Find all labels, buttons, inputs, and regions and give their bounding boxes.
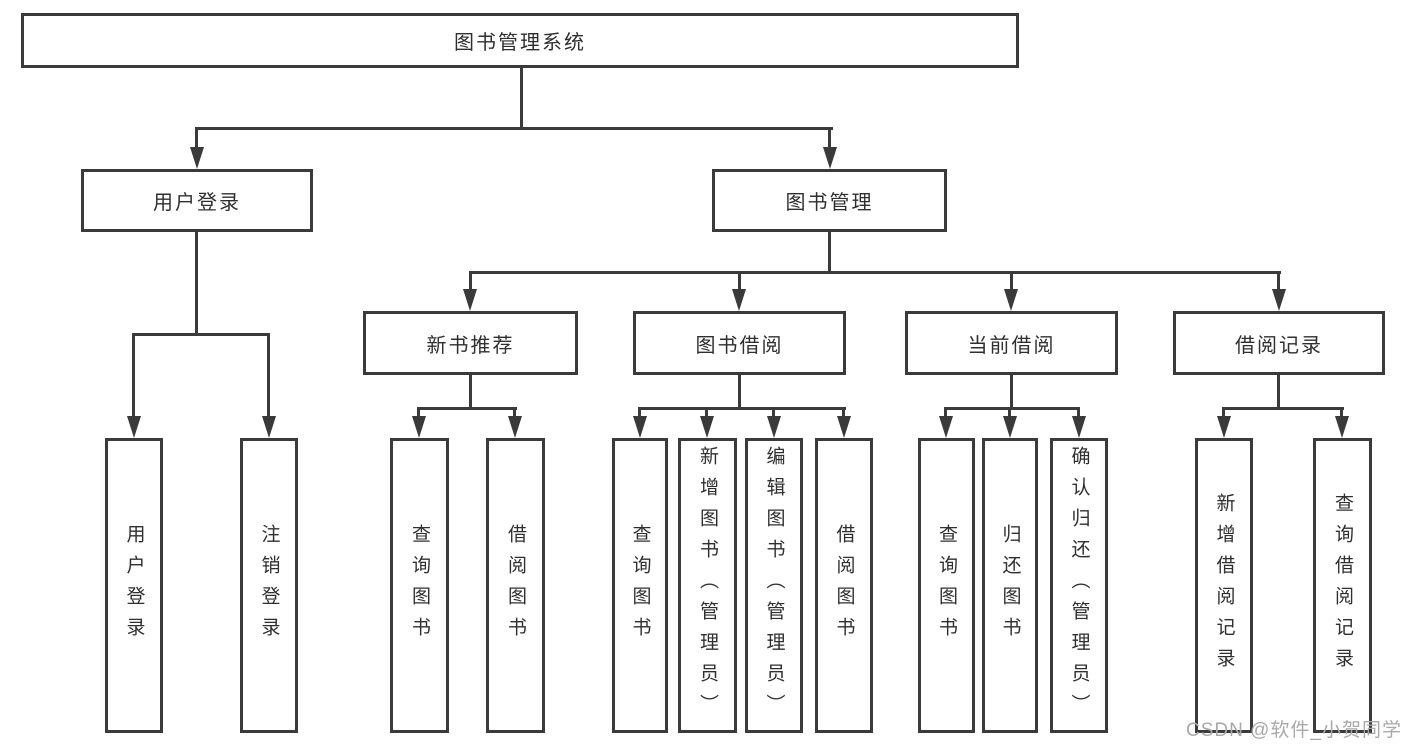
node-book-management: 图书管理	[712, 169, 947, 232]
arrow-down-icon	[412, 416, 426, 438]
leaf-query-books-borrowing: 查询图书	[612, 438, 668, 733]
leaf-borrow-books-borrowing: 借阅图书	[815, 438, 873, 733]
connector-line	[738, 375, 741, 409]
connector-line	[944, 407, 947, 417]
arrow-down-icon	[1335, 416, 1349, 438]
connector-line	[738, 271, 741, 289]
leaf-user-login: 用户登录	[105, 438, 163, 733]
node-current-borrowing: 当前借阅	[905, 311, 1118, 375]
connector-line	[1340, 407, 1343, 417]
leaf-label: 查询图书	[629, 523, 651, 648]
connector-line	[842, 407, 845, 417]
leaf-return-book: 归还图书	[982, 438, 1038, 733]
node-label: 图书管理	[785, 192, 874, 214]
leaf-add-borrow-record: 新增借阅记录	[1195, 438, 1253, 733]
node-user-login-group: 用户登录	[81, 169, 313, 232]
leaf-label: 查询图书	[936, 523, 957, 648]
arrow-down-icon	[262, 416, 276, 438]
connector-line	[1008, 407, 1011, 417]
leaf-label: 新增借阅记录	[1213, 492, 1235, 679]
arrow-down-icon	[1003, 416, 1017, 438]
leaf-logout: 注销登录	[240, 438, 298, 733]
connector-line	[132, 333, 135, 417]
arrow-down-icon	[1272, 289, 1286, 311]
connector-line	[417, 407, 420, 417]
connector-line	[1277, 271, 1280, 289]
leaf-label: 编辑图书（管理员）	[763, 446, 785, 725]
connector-line	[1077, 407, 1080, 417]
connector-line	[469, 271, 1281, 274]
connector-line	[944, 407, 1080, 410]
node-book-borrowing: 图书借阅	[633, 311, 846, 375]
node-label: 图书管理系统	[454, 32, 586, 54]
connector-line	[638, 407, 641, 417]
leaf-label: 用户登录	[123, 523, 145, 648]
leaf-query-books-current: 查询图书	[918, 438, 975, 733]
arrow-down-icon	[190, 147, 204, 169]
connector-line	[132, 333, 270, 336]
connector-line	[520, 67, 523, 128]
connector-line	[469, 271, 472, 289]
arrow-down-icon	[1072, 416, 1086, 438]
connector-line	[417, 407, 517, 410]
arrow-down-icon	[1004, 289, 1018, 311]
connector-line	[1222, 407, 1225, 417]
arrow-down-icon	[767, 416, 781, 438]
arrow-down-icon	[508, 416, 522, 438]
leaf-label: 借阅图书	[505, 523, 526, 648]
connector-line	[1010, 271, 1013, 289]
node-label: 借阅记录	[1235, 334, 1323, 357]
node-new-book-recommendation: 新书推荐	[363, 311, 578, 375]
arrow-down-icon	[939, 416, 953, 438]
leaf-label: 归还图书	[999, 523, 1021, 648]
leaf-label: 注销登录	[258, 523, 280, 648]
connector-line	[195, 232, 198, 336]
connector-line	[513, 407, 516, 417]
connector-line	[1222, 407, 1344, 410]
connector-line	[638, 407, 846, 410]
connector-line	[705, 407, 708, 417]
arrow-down-icon	[823, 147, 837, 169]
leaf-borrow-books-recommend: 借阅图书	[486, 438, 545, 733]
node-borrowing-records: 借阅记录	[1173, 311, 1385, 375]
arrow-down-icon	[463, 289, 477, 311]
connector-line	[772, 407, 775, 417]
arrow-down-icon	[732, 289, 746, 311]
csdn-watermark: CSDN @软件_小贺同学	[1186, 720, 1402, 741]
connector-line	[1010, 375, 1013, 409]
leaf-add-book-admin: 新增图书（管理员）	[678, 438, 737, 733]
connector-line	[828, 232, 831, 273]
leaf-query-books-recommend: 查询图书	[390, 438, 449, 733]
connector-line	[469, 375, 472, 409]
connector-line	[267, 333, 270, 417]
leaf-label: 新增图书（管理员）	[697, 446, 718, 725]
node-label: 图书借阅	[695, 334, 784, 357]
leaf-edit-book-admin: 编辑图书（管理员）	[745, 438, 803, 733]
node-library-management-system: 图书管理系统	[21, 13, 1019, 68]
leaf-label: 借阅图书	[833, 523, 855, 648]
connector-line	[828, 127, 831, 148]
node-label: 用户登录	[153, 192, 241, 214]
leaf-label: 确认归还（管理员）	[1068, 446, 1090, 725]
arrow-down-icon	[1217, 416, 1231, 438]
connector-line	[195, 127, 833, 130]
leaf-query-borrow-record: 查询借阅记录	[1313, 438, 1372, 733]
arrow-down-icon	[837, 416, 851, 438]
connector-line	[195, 127, 198, 148]
arrow-down-icon	[633, 416, 647, 438]
connector-line	[1277, 375, 1280, 409]
leaf-label: 查询图书	[409, 523, 430, 648]
node-label: 新书推荐	[426, 334, 515, 357]
arrow-down-icon	[700, 416, 714, 438]
node-label: 当前借阅	[967, 334, 1056, 357]
arrow-down-icon	[127, 416, 141, 438]
leaf-confirm-return-admin: 确认归还（管理员）	[1050, 438, 1108, 733]
leaf-label: 查询借阅记录	[1332, 492, 1353, 679]
